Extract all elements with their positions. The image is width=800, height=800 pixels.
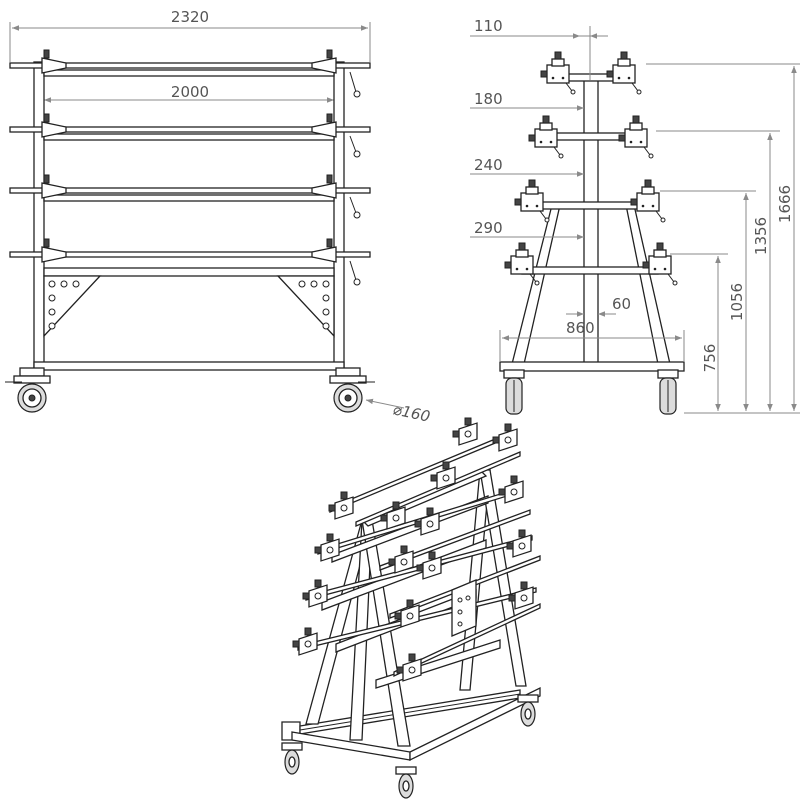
dimension-overall-width: 2320 [9,8,371,62]
dim-text-height-1056: 1056 [728,283,746,321]
side-right-wheel [657,369,679,415]
side-base [499,361,685,372]
dim-text-offset-290: 290 [474,219,503,237]
dim-text-offset-240: 240 [474,156,503,174]
lower-crossbar [43,267,335,277]
dimension-post-width: 60 [566,295,631,317]
iso-wheel-front-left [281,742,303,775]
iso-wheel-front-right [395,766,417,799]
dim-text-inner-width: 2000 [171,83,209,101]
front-left-wheel [13,367,51,413]
dim-text-base-width: 860 [566,319,595,337]
dim-text-offset-180: 180 [474,90,503,108]
front-right-wheel [329,367,367,413]
front-arms [9,49,371,286]
side-left-wheel [503,369,525,415]
dimension-wheel-diameter: ⌀160 [365,398,432,426]
left-gusset [43,275,102,338]
iso-gusset [451,579,477,637]
dim-text-offset-110: 110 [474,17,503,35]
dimension-inner-width: 2000 [44,83,334,103]
front-view: 2320 2000 [5,8,432,426]
gusset-holes [48,280,330,330]
right-leg [625,204,671,365]
iso-wheel-back-right [517,694,539,727]
dim-text-height-756: 756 [701,344,719,373]
dim-text-wheel-diameter: ⌀160 [391,400,432,425]
dim-text-post-width: 60 [612,295,631,313]
dim-text-height-1666: 1666 [776,185,794,223]
right-gusset [276,275,335,338]
isometric-view [281,417,541,799]
side-view: 110 180 240 290 60 860 [470,17,800,415]
bottom-rail [33,361,345,371]
dimension-heights: 756 1056 1356 1666 [646,63,800,414]
dim-text-height-1356: 1356 [752,217,770,255]
dim-text-overall-width: 2320 [171,8,209,26]
dimension-base-width: 860 [499,319,685,362]
left-upright [33,61,45,369]
right-upright [333,61,345,369]
dimension-offsets: 110 180 240 290 [470,17,608,240]
